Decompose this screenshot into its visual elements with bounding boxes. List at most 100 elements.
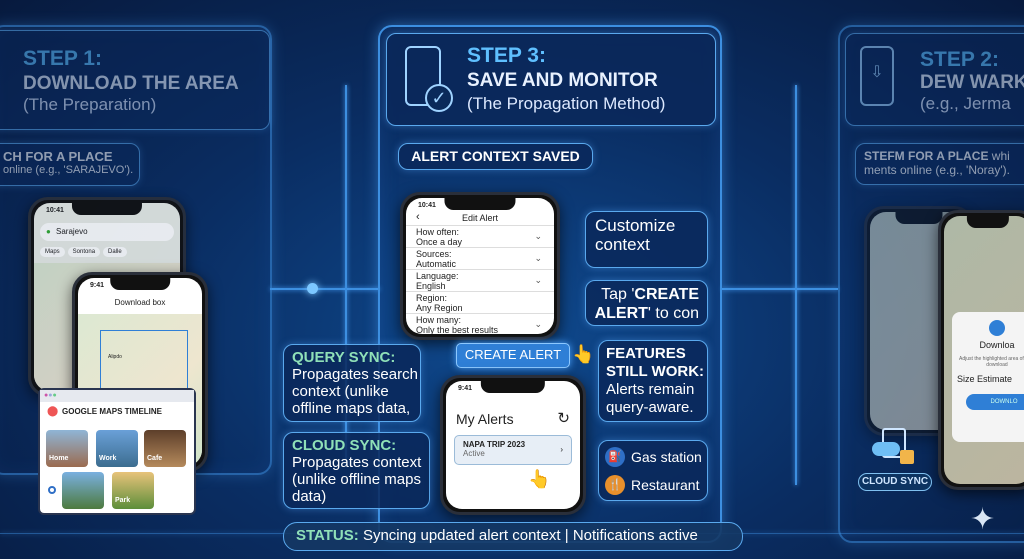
screen-title: Download box [114,298,166,307]
step2-subtitle: (e.g., Jerma [920,94,1011,113]
callout-text: online (e.g., 'SARAJEVO'). [3,164,134,176]
customize-callout: Customize context [585,211,708,268]
my-alerts-title: My Alerts [456,411,514,427]
phone-download-icon: ⇩ [860,46,894,106]
place-thumb[interactable]: Work [96,430,138,467]
cloud-sync-badge: CLOUD SYNC [858,473,932,491]
connector [270,288,380,290]
download-button[interactable]: DOWNLO [966,394,1024,410]
place-thumb[interactable] [62,472,104,509]
step2-panel [838,25,1024,543]
chip[interactable]: Sontona [67,247,101,257]
tap-create-callout: Tap 'CREATE ALERT' to con [585,280,708,326]
features-text: Alerts remain query-aware. [606,381,695,416]
place-gas[interactable]: ⛽ Gas station [605,447,702,467]
window-controls: ●●● [40,390,194,402]
place-thumb[interactable]: Cafe [144,430,186,467]
phone-time: 9:41 [458,385,473,392]
query-sync-callout: QUERY SYNC: Propagates search context (u… [283,344,421,422]
status-text: Syncing updated alert context | Notifica… [362,527,698,544]
phone-time: 10:41 [46,207,64,214]
tap-hand-icon: 👆 [528,469,551,489]
features-callout: FEATURES STILL WORK: Alerts remain query… [598,340,708,422]
query-sync-title: QUERY SYNC: [292,349,396,366]
size-estimate: Size Estimate [957,374,1013,384]
dialog-text: Adjust the highlighted area of your down… [959,356,1024,368]
search-value: Sarajevo [56,227,88,236]
connector [722,288,838,290]
step1-header: STEP 1: DOWNLOAD THE AREA (The Preparati… [0,30,270,130]
edit-alert-header: ‹ Edit Alert [406,198,554,226]
step2-download-phone: Downloa Adjust the highlighted area of y… [938,210,1024,490]
field-label: How often: [416,227,460,237]
text-bold: CREATE ALERT [594,286,699,322]
field-how-many[interactable]: How many:Only the best results ⌄ [406,314,554,334]
step1-callout: CH FOR A PLACE online (e.g., 'SARAJEVO')… [0,143,140,186]
field-value: Any Region [416,303,463,313]
field-how-often[interactable]: How often:Once a day⌄ [406,226,554,248]
phone-time: 9:41 [90,282,105,289]
connector-node [307,283,318,294]
pin-icon: ● [46,227,51,236]
my-alerts-phone: 9:41 My Alerts ↻ NAPA TRIP 2023 Active ›… [440,375,586,515]
status-label: STATUS: [296,527,359,544]
chevron-down-icon: ⌄ [534,319,542,329]
text: ' to con [647,305,699,322]
place-restaurant[interactable]: 🍴 Restaurant [605,475,699,495]
field-region[interactable]: Region:Any Region [406,292,554,314]
chevron-right-icon: › [560,445,563,454]
field-value: Automatic [416,259,457,269]
edit-alert-phone: 10:41 ‹ Edit Alert How often:Once a day⌄… [400,192,560,340]
alert-status: Active [463,449,485,458]
place-thumb[interactable]: Home [46,430,88,467]
screen-title: Edit Alert [461,213,499,223]
phone-time: 10:41 [418,202,436,209]
step3-title: STEP 3: [467,44,546,67]
callout-text: whi [988,149,1010,163]
callout-title: STEFM FOR A PLACE [864,149,989,163]
field-value: Only the best results [416,325,499,334]
cloud-sync-callout: CLOUD SYNC: Propagates context (unlike o… [283,432,430,509]
field-value: English [416,281,446,291]
text: Tap ' [601,286,635,303]
sparkle-icon: ✦ [970,503,996,536]
maps-pin-icon: ⬤ [47,406,59,417]
alert-context-saved-badge: ALERT CONTEXT SAVED [398,143,593,170]
place-label: Restaurant [631,477,700,493]
field-label: Sources: [416,249,452,259]
status-bar: STATUS: Syncing updated alert context | … [283,522,743,551]
field-language[interactable]: Language:English⌄ [406,270,554,292]
timeline-window: ●●● GOOGLE MAPS TIMELINE ⬤ Home Work Caf… [38,388,196,515]
connector [345,85,347,465]
step2-title: STEP 2: [920,48,999,71]
place-thumb[interactable]: Park [112,472,154,509]
place-label: Gas station [631,449,702,465]
callout-text: ments online (e.g., 'Noray'). [864,163,1010,177]
refresh-icon[interactable]: ↻ [557,410,570,427]
field-label: Region: [416,293,448,303]
timeline-title: GOOGLE MAPS TIMELINE [62,407,163,416]
field-label: How many: [416,315,462,325]
chip[interactable]: Maps [40,247,65,257]
alert-name: NAPA TRIP 2023 [463,440,526,449]
restaurant-icon: 🍴 [605,475,625,495]
chip[interactable]: Dalle [103,247,127,257]
step1-heading: DOWNLOAD THE AREA [23,73,239,94]
back-icon[interactable]: ‹ [416,211,420,223]
chevron-down-icon: ⌄ [534,231,542,241]
places-callout: ⛽ Gas station 🍴 Restaurant [598,440,708,501]
field-label: Language: [416,271,459,281]
cloud-sync-title: CLOUD SYNC: [292,437,397,454]
step2-callout: STEFM FOR A PLACE whi ments online (e.g.… [855,143,1024,185]
timeline-node-icon [48,486,56,494]
phone-check-icon: ✓ [399,46,455,112]
step3-subtitle: (The Propagation Method) [467,94,666,113]
download-dialog: Downloa Adjust the highlighted area of y… [952,312,1024,442]
create-alert-button[interactable]: CREATE ALERT [456,343,570,368]
gas-station-icon: ⛽ [605,447,625,467]
cloud-lock-icon [868,428,918,468]
field-sources[interactable]: Sources:Automatic⌄ [406,248,554,270]
location-icon [989,320,1005,336]
search-input[interactable]: ● Sarajevo [40,223,174,241]
alert-item[interactable]: NAPA TRIP 2023 Active › [454,435,572,465]
